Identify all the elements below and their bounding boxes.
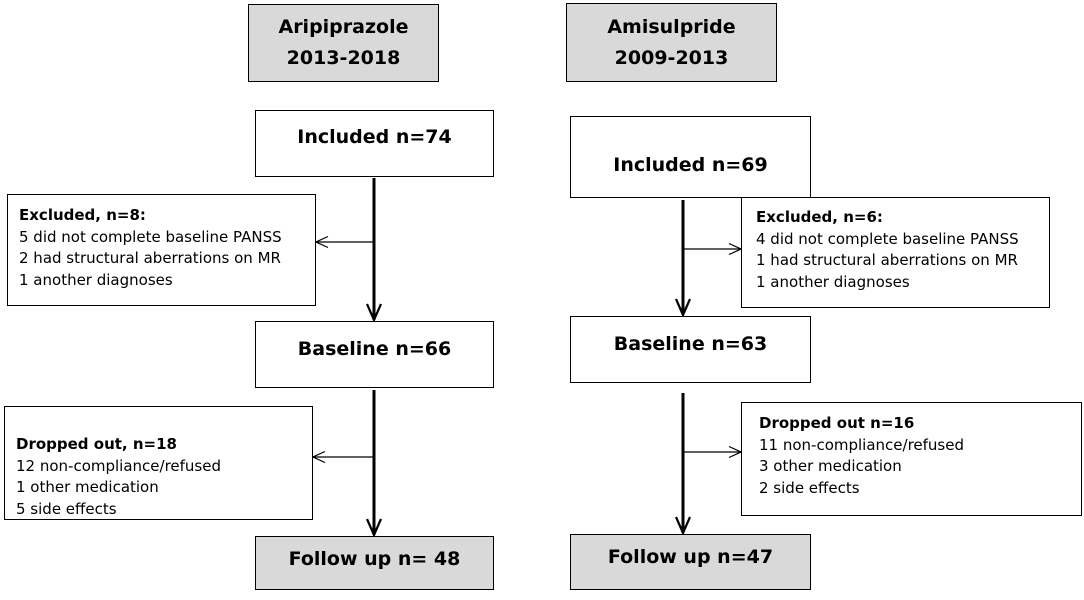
aripiprazole-baseline-box: Baseline n=66 xyxy=(255,321,494,388)
amisulpride-excluded-reason: 1 another diagnoses xyxy=(756,272,910,291)
amisulpride-dropped-box: Dropped out n=16 11 non-compliance/refus… xyxy=(741,402,1082,516)
aripiprazole-header-box: Aripiprazole 2013-2018 xyxy=(248,4,439,82)
amisulpride-dropped-reason: 2 side effects xyxy=(759,478,860,497)
aripiprazole-followup-box: Follow up n= 48 xyxy=(255,536,494,590)
amisulpride-excluded-box: Excluded, n=6: 4 did not complete baseli… xyxy=(741,197,1050,308)
amisulpride-followup-label: Follow up n=47 xyxy=(607,546,774,568)
aripiprazole-excluded-reason: 2 had structural aberrations on MR xyxy=(19,249,281,267)
aripiprazole-included-box: Included n=74 xyxy=(255,110,494,177)
aripiprazole-dropped-reason: 12 non-compliance/refused xyxy=(16,456,221,475)
aripiprazole-dropped-reason: 5 side effects xyxy=(16,499,117,518)
aripiprazole-dropped-title: Dropped out, n=18 xyxy=(16,435,177,453)
amisulpride-included-box: Included n=69 xyxy=(570,116,811,198)
amisulpride-header-box: Amisulpride 2009-2013 xyxy=(566,3,777,82)
aripiprazole-excluded-title: Excluded, n=8: xyxy=(19,206,146,224)
aripiprazole-excluded-reason: 1 another diagnoses xyxy=(19,270,173,289)
aripiprazole-drug-name: Aripiprazole xyxy=(278,16,409,38)
aripiprazole-dropped-box: Dropped out, n=18 12 non-compliance/refu… xyxy=(4,406,313,520)
aripiprazole-included-label: Included n=74 xyxy=(297,125,452,148)
amisulpride-excluded-title: Excluded, n=6: xyxy=(756,208,883,226)
aripiprazole-followup-label: Follow up n= 48 xyxy=(288,548,461,570)
amisulpride-dropped-reason: 11 non-compliance/refused xyxy=(759,435,964,454)
amisulpride-followup-box: Follow up n=47 xyxy=(570,534,811,590)
amisulpride-included-label: Included n=69 xyxy=(613,154,768,176)
aripiprazole-dropped-reason: 1 other medication xyxy=(16,478,159,496)
amisulpride-excluded-reason: 1 had structural aberrations on MR xyxy=(756,251,1018,269)
aripiprazole-excluded-box: Excluded, n=8: 5 did not complete baseli… xyxy=(7,194,316,306)
amisulpride-dropped-reason: 3 other medication xyxy=(759,457,902,475)
aripiprazole-period: 2013-2018 xyxy=(286,47,401,69)
amisulpride-period: 2009-2013 xyxy=(614,46,729,69)
amisulpride-dropped-title: Dropped out n=16 xyxy=(759,414,915,432)
amisulpride-drug-name: Amisulpride xyxy=(607,15,736,38)
aripiprazole-baseline-label: Baseline n=66 xyxy=(297,337,452,360)
amisulpride-baseline-box: Baseline n=63 xyxy=(570,316,811,383)
amisulpride-excluded-reason: 4 did not complete baseline PANSS xyxy=(756,229,1019,248)
aripiprazole-excluded-reason: 5 did not complete baseline PANSS xyxy=(19,227,282,246)
amisulpride-baseline-label: Baseline n=63 xyxy=(613,332,768,355)
